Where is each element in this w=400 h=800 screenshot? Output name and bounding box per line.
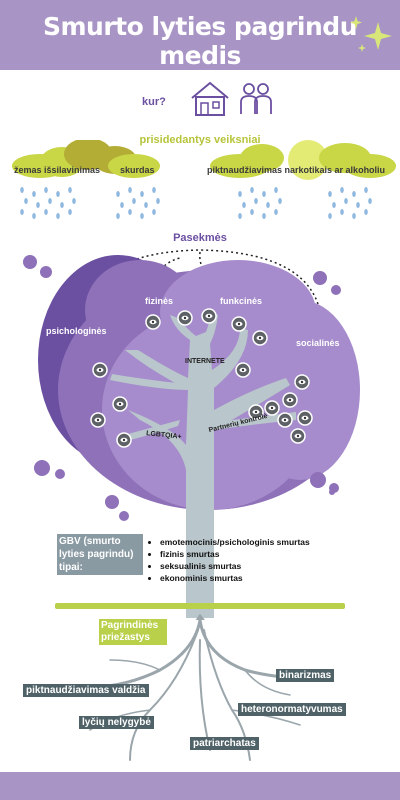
eye-icon (282, 392, 298, 408)
gbv-type-sexual: seksualinis smurtas (160, 560, 310, 572)
gbv-type-emotional: emotemocinis/psichologinis smurtas (160, 536, 310, 548)
eye-icon (290, 428, 306, 444)
page-title: Smurto lyties pagrindu medis (43, 12, 358, 70)
eye-icon (116, 432, 132, 448)
house-icon (191, 81, 229, 116)
cloud-left (12, 140, 160, 178)
rain-drops (20, 187, 372, 219)
ground-line (55, 603, 345, 609)
tree-graphic (23, 249, 360, 620)
eye-icon (235, 362, 251, 378)
cause-patriarchy: patriarchatas (190, 737, 259, 750)
consequences-title: Pasekmės (173, 232, 227, 244)
consequence-psychological: psichologinės (46, 326, 107, 336)
header-bar (0, 0, 400, 70)
rain-clouds (12, 140, 396, 219)
eye-icon (277, 412, 293, 428)
gbv-type-economic: ekonominis smurtas (160, 572, 310, 584)
eye-icon (112, 396, 128, 412)
sparkle-icon (350, 16, 392, 52)
cause-abuse-of-power: piktnaudžiavimas valdžia (23, 684, 149, 697)
people-icon (240, 83, 272, 114)
where-label: kur? (142, 96, 166, 108)
eye-icon (90, 412, 106, 428)
factor-education: žemas išsilavinimas (14, 165, 101, 175)
cloud-right (210, 140, 396, 180)
eye-icon (231, 316, 247, 332)
factor-substance-abuse: piktnaudžiavimas narkotikais ar alkoholi… (207, 165, 386, 175)
eye-icon (92, 362, 108, 378)
eye-icon (145, 314, 161, 330)
eye-icon (297, 410, 313, 426)
consequence-physical: fizinės (145, 296, 174, 306)
eye-nodes (90, 308, 313, 448)
root-causes-title: Pagrindinės priežastys (99, 619, 167, 645)
eye-icon (264, 400, 280, 416)
consequence-functional: funkcinės (220, 296, 263, 306)
factor-poverty: skurdas (120, 165, 155, 175)
eye-icon (201, 308, 217, 324)
gbv-types-title: GBV (smurto lyties pagrindu) tipai: (57, 534, 143, 575)
label-internete: INTERNETE (185, 358, 225, 365)
eye-icon (294, 374, 310, 390)
eye-icon (252, 330, 268, 346)
cause-binarism: binarizmas (276, 669, 335, 682)
cause-heteronormativity: heteronormatyvumas (238, 703, 346, 716)
gbv-type-physical: fizinis smurtas (160, 548, 310, 560)
footer-bar (0, 772, 400, 800)
cause-gender-inequality: lyčių nelygybė (79, 716, 154, 729)
consequence-social: socialinės (296, 338, 340, 348)
gbv-types-list: emotemocinis/psichologinis smurtas fizin… (148, 536, 310, 584)
eye-icon (248, 404, 264, 420)
eye-icon (177, 310, 193, 326)
contributing-factors-title: prisidedantys veiksniai (139, 134, 261, 146)
